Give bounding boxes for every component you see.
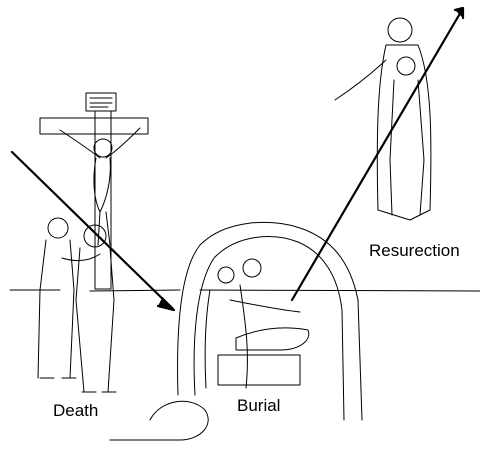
tomb-illustration bbox=[109, 221, 363, 441]
arrow-death-to-burial bbox=[10, 150, 174, 310]
label-death: Death bbox=[53, 401, 99, 420]
label-burial: Burial bbox=[237, 396, 281, 415]
arrow-burial-to-resurrection bbox=[290, 8, 464, 302]
ground-line bbox=[9, 289, 480, 292]
flow-arrows bbox=[10, 6, 465, 312]
arrow-resurrection-head bbox=[453, 6, 465, 20]
death-figures bbox=[37, 217, 117, 393]
cross-illustration bbox=[39, 92, 149, 290]
arrow-burial-head bbox=[156, 296, 176, 312]
resurrection-figures bbox=[334, 17, 432, 221]
label-resurrection: Resurection bbox=[369, 241, 460, 260]
